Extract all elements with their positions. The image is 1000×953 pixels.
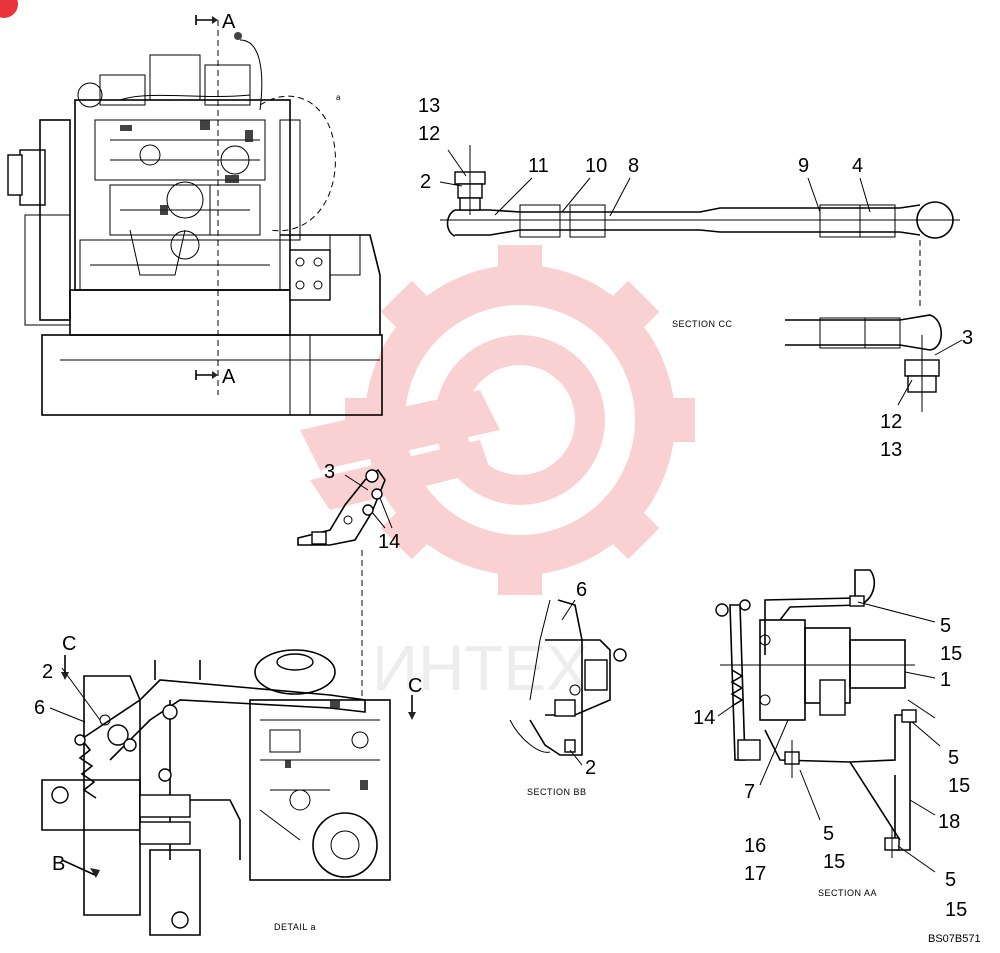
callout-mid-3: 3 [324,461,335,483]
engine-view [7,15,383,416]
caption-section-aa: SECTION AA [818,888,877,898]
callout-aa-15-c: 15 [823,851,845,873]
section-a-bottom-label: A [222,366,236,388]
section-cc-rod [439,145,963,412]
callout-aa-7: 7 [744,781,755,803]
callout-bb-6: 6 [576,579,587,601]
caption-section-bb: SECTION BB [527,787,587,797]
callout-cc-12-top: 12 [418,123,440,145]
callout-cc-13-top: 13 [418,95,440,117]
callout-cc-3: 3 [962,327,973,349]
section-aa-motor [715,569,941,873]
callout-cc-9: 9 [798,155,809,177]
callout-aa-1: 1 [940,669,951,691]
watermark-logo: ИНТЕХ [300,245,695,704]
mid-linkage [297,468,393,700]
callout-aa-18: 18 [938,811,960,833]
callout-aa-15-d: 15 [945,899,967,921]
detail-a-mark: a [336,93,341,102]
section-bb-bracket [509,599,627,766]
callout-detail-2: 2 [42,661,53,683]
callout-cc-12-bottom: 12 [880,411,902,433]
section-c-right-label: C [408,675,422,697]
callout-mid-14: 14 [378,531,400,553]
section-c-left-label: C [62,633,76,655]
callout-aa-5-b: 5 [948,747,959,769]
callout-cc-13-bottom: 13 [880,439,902,461]
callout-aa-15-b: 15 [948,775,970,797]
section-b-label: B [52,853,65,875]
callout-aa-5-a: 5 [940,615,951,637]
corner-badge [0,0,18,18]
callout-aa-5-d: 5 [945,869,956,891]
callout-cc-10: 10 [585,155,607,177]
caption-section-cc: SECTION CC [672,319,733,329]
callout-cc-2: 2 [420,171,431,193]
callout-cc-8: 8 [628,155,639,177]
caption-detail-a: DETAIL a [274,922,316,932]
drawing-code: BS07B571 [928,933,981,945]
detail-a-assembly [41,649,416,936]
section-a-top-label: A [222,11,236,33]
callout-detail-6: 6 [34,697,45,719]
callout-cc-4: 4 [852,155,863,177]
callout-bb-2: 2 [585,757,596,779]
callout-aa-5-c: 5 [823,823,834,845]
callout-aa-16: 16 [744,835,766,857]
callout-aa-14: 14 [693,707,715,729]
watermark-text: ИНТЕХ [372,632,589,704]
callout-cc-11: 11 [528,155,549,177]
callout-aa-17: 17 [744,863,766,885]
callout-aa-15-a: 15 [940,643,962,665]
